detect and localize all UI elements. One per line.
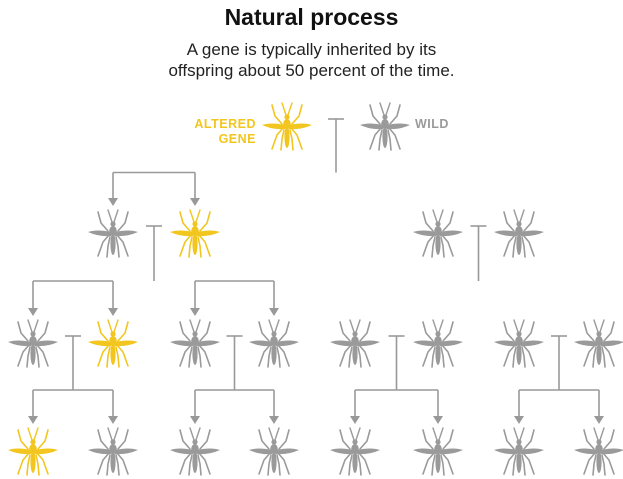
legend-wild: WILD — [415, 117, 449, 131]
legend-altered-line-1: ALTERED — [194, 117, 256, 131]
arrow-head — [28, 308, 38, 316]
mosquito-icon-wild — [87, 427, 139, 476]
arrow-head — [190, 416, 200, 424]
arrow-head — [190, 198, 200, 206]
mosquito-icon-wild — [248, 427, 300, 476]
mosquito-icon-wild — [248, 319, 300, 368]
mosquito-icon-wild — [169, 319, 221, 368]
mosquito-icon-wild — [493, 209, 545, 258]
arrow-head — [350, 416, 360, 424]
mosquito-icon-wild — [412, 427, 464, 476]
arrow-head — [269, 416, 279, 424]
mosquito-icon-wild — [7, 319, 59, 368]
mosquito-icon-wild — [412, 209, 464, 258]
mosquito-icon-wild — [359, 102, 411, 151]
subtitle-line-1: A gene is typically inherited by its — [186, 40, 437, 59]
mosquito-icon-wild — [169, 427, 221, 476]
arrow-head — [108, 416, 118, 424]
mosquito-icon-altered — [7, 427, 59, 476]
mosquito-icon-wild — [573, 319, 623, 368]
arrow-head — [433, 416, 443, 424]
subtitle-line-2: offspring about 50 percent of the time. — [168, 61, 455, 80]
arrow-head — [108, 198, 118, 206]
mosquito-icon-wild — [493, 427, 545, 476]
page-title: Natural process — [224, 4, 399, 30]
mosquito-icon-wild — [329, 319, 381, 368]
arrow-head — [108, 308, 118, 316]
mosquito-icon-altered — [87, 319, 139, 368]
arrow-head — [269, 308, 279, 316]
mosquito-icon-wild — [87, 209, 139, 258]
mosquito-icon-wild — [493, 319, 545, 368]
arrow-head — [190, 308, 200, 316]
mosquito-icon-wild — [329, 427, 381, 476]
mosquito-icon-wild — [573, 427, 623, 476]
arrow-head — [28, 416, 38, 424]
mosquito-icon-altered — [169, 209, 221, 258]
mosquito-icon-altered — [261, 102, 313, 151]
subtitle: A gene is typically inherited by its off… — [0, 39, 623, 81]
legend-altered-line-2: GENE — [218, 132, 256, 146]
arrow-head — [594, 416, 604, 424]
arrow-head — [514, 416, 524, 424]
legend-altered-gene: ALTERED GENE — [150, 117, 256, 147]
mosquito-icon-wild — [412, 319, 464, 368]
